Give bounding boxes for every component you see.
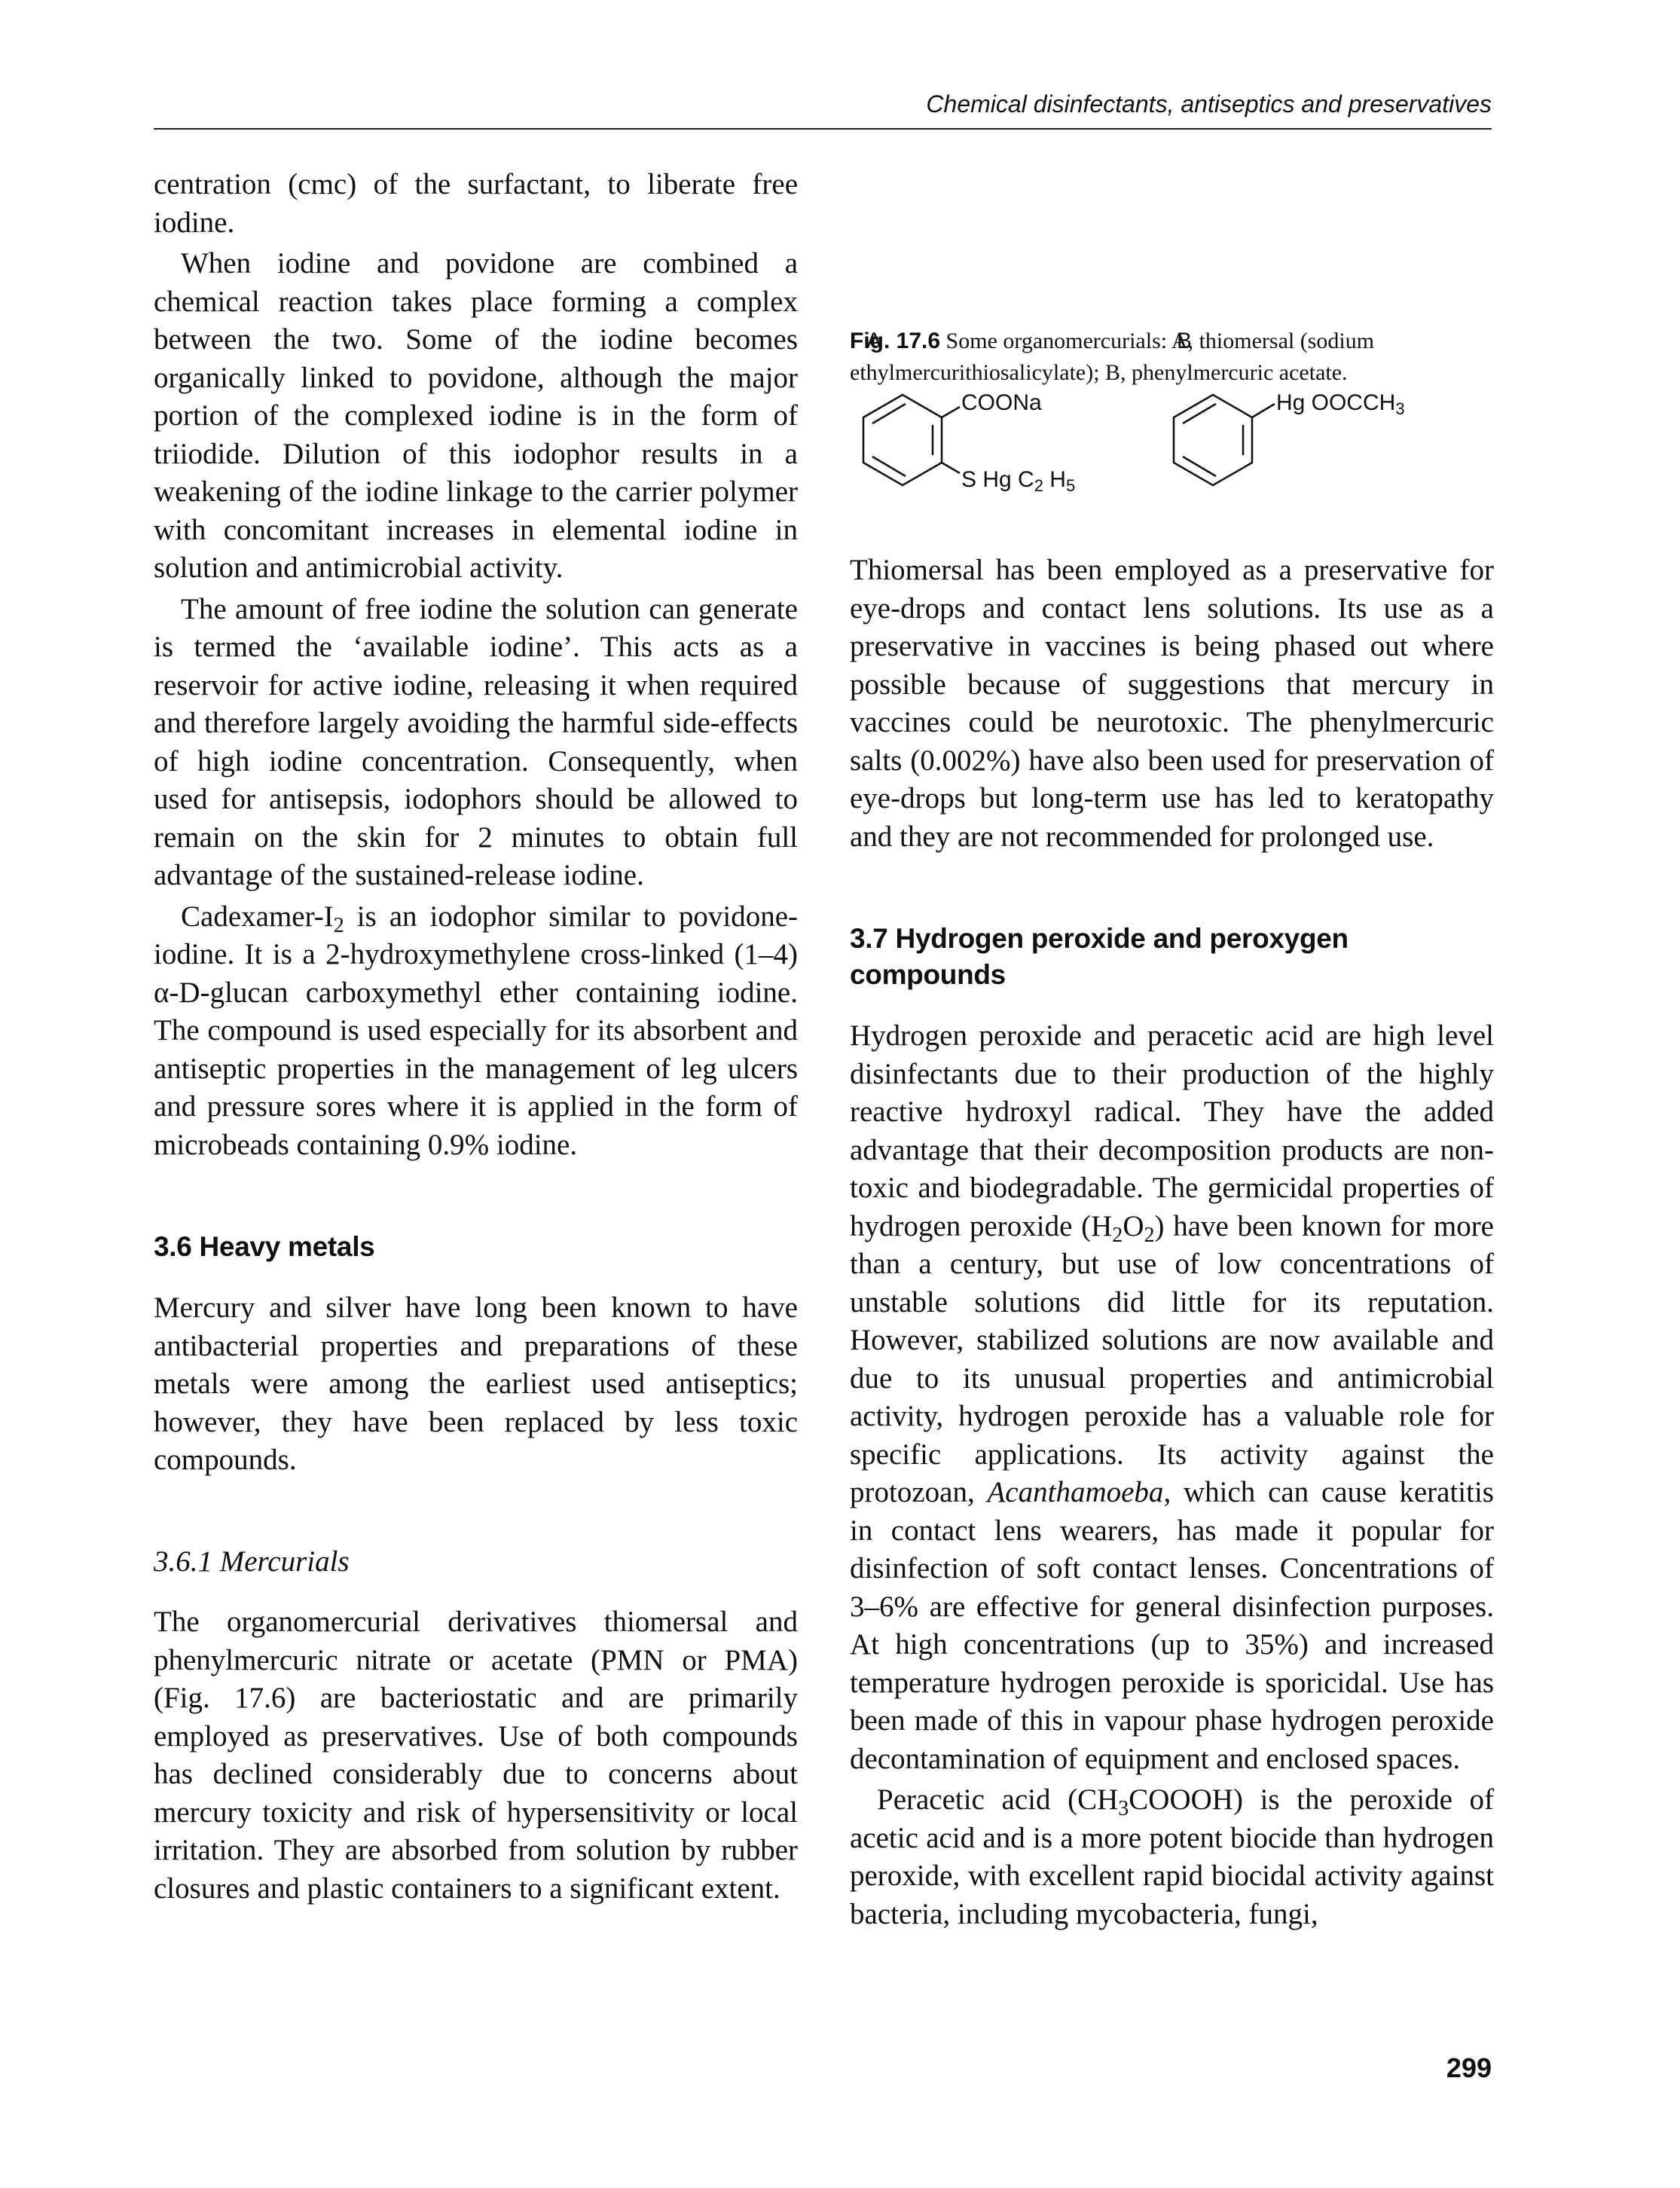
text-run: Hg OOCCH (1276, 390, 1395, 415)
bond-mercury (1251, 402, 1275, 419)
double-bond (872, 402, 906, 425)
thiomersal-structure (862, 393, 961, 487)
group-coona: COONa (961, 390, 1042, 415)
text-run: is an iodophor similar to povidone-iodin… (154, 900, 798, 1161)
paragraph: When iodine and povidone are combined a … (154, 247, 798, 584)
caption-text: Some organomercurials: A, thiomersal (so… (850, 329, 1375, 385)
paragraph: Cadexamer-I2 is an iodophor similar to p… (154, 898, 798, 1165)
paragraph: Thiomersal has been employed as a preser… (850, 554, 1494, 853)
paragraph: The amount of free iodine the solution c… (154, 592, 798, 892)
section-heading: 3.7 Hydrogen peroxide and peroxygen comp… (850, 923, 1349, 990)
page-number: 299 (1446, 2052, 1492, 2083)
running-header: Chemical disinfectants, antiseptics and … (926, 90, 1492, 118)
text-run: COOOH) is the peroxide of acetic acid an… (850, 1783, 1494, 1930)
label-a: A (866, 329, 881, 353)
paragraph: Mercury and silver have long been known … (154, 1291, 798, 1476)
benzene-ring-a (862, 393, 943, 487)
paragraph: The organomercurial derivatives thiomers… (154, 1606, 798, 1905)
text-run: ) have been known for more than a centur… (850, 1209, 1494, 1509)
chemical-structures-diagram: A B COONa S Hg C2 H5 Hg OOCCH3 (862, 329, 1405, 495)
subsection-heading: 3.6.1 Mercurials (154, 1545, 350, 1578)
italic-term: Acanthamoeba (987, 1476, 1164, 1508)
subscript: 3 (1118, 1796, 1129, 1820)
section-heading: 3.6 Heavy metals (154, 1231, 375, 1262)
left-column: centration (cmc) of the surfactant, to l… (154, 166, 798, 1908)
double-bond (872, 455, 906, 478)
figure-number: Fig. 17.6 (850, 329, 941, 353)
group-hg-oocch3: Hg OOCCH3 (1276, 390, 1405, 418)
label-b: B (1177, 329, 1192, 353)
subscript: 2 (333, 913, 344, 937)
paragraph: centration (cmc) of the surfactant, to l… (154, 168, 798, 239)
header-rule (154, 128, 1492, 130)
figure-17-6: A B COONa S Hg C2 H5 Hg OOCCH3 Fig. 17.6 (850, 325, 1494, 552)
text-run: Peracetic acid (CH (877, 1783, 1119, 1816)
group-shgc2h5: S Hg C2 H5 (961, 467, 1075, 495)
phenylmercuric-acetate-structure (1172, 393, 1275, 487)
subscript: 5 (1066, 476, 1075, 495)
figure-caption: Fig. 17.6 Some organomercurials: A, thio… (850, 325, 1494, 389)
subscript: 2 (1112, 1223, 1123, 1247)
subscript: 2 (1144, 1223, 1155, 1247)
benzene-ring-b (1172, 393, 1254, 487)
double-bond (1182, 455, 1217, 478)
paragraph: Hydrogen peroxide and peracetic acid are… (850, 1017, 1494, 1778)
right-column: A B COONa S Hg C2 H5 Hg OOCCH3 Fig. 17.6 (850, 166, 1494, 1933)
subscript: 2 (1034, 476, 1043, 495)
text-run: O (1123, 1209, 1144, 1242)
subscript: 3 (1395, 399, 1404, 418)
bond-carboxylate (941, 405, 961, 419)
paragraph: Peracetic acid (CH3COOOH) is the peroxid… (850, 1781, 1494, 1933)
bond-thiol (941, 461, 961, 475)
text-run: , which can cause keratitis in contact l… (850, 1476, 1494, 1775)
text-run: Hydrogen peroxide and peracetic acid are… (850, 1019, 1494, 1242)
text-run: S Hg C (961, 467, 1034, 492)
text-run: Cadexamer-I (181, 900, 334, 933)
text-run: H (1043, 467, 1066, 492)
double-bond (1182, 402, 1217, 425)
